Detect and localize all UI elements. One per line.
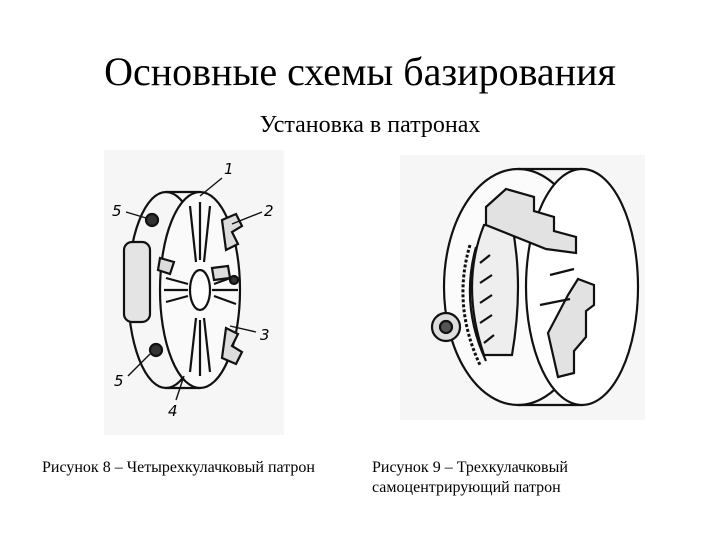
callout-2: 2: [264, 202, 274, 220]
slide-subtitle: Установка в патронах: [259, 112, 481, 138]
four-jaw-chuck-drawing: 1 2 3 4 5 5: [104, 150, 284, 435]
figure-8-caption: Рисунок 8 – Четырехкулачковый патрон: [42, 459, 315, 476]
callout-5-bottom: 5: [114, 372, 124, 390]
figure-9-caption: Рисунок 9 – Трехкулачковый самоцентрирую…: [372, 459, 568, 496]
callout-3: 3: [260, 326, 270, 344]
callout-1: 1: [224, 160, 234, 178]
callout-5-top: 5: [112, 202, 122, 220]
callout-4: 4: [168, 402, 178, 420]
slide-title: Основные схемы базирования: [104, 49, 616, 94]
three-jaw-chuck-drawing: [400, 155, 645, 420]
